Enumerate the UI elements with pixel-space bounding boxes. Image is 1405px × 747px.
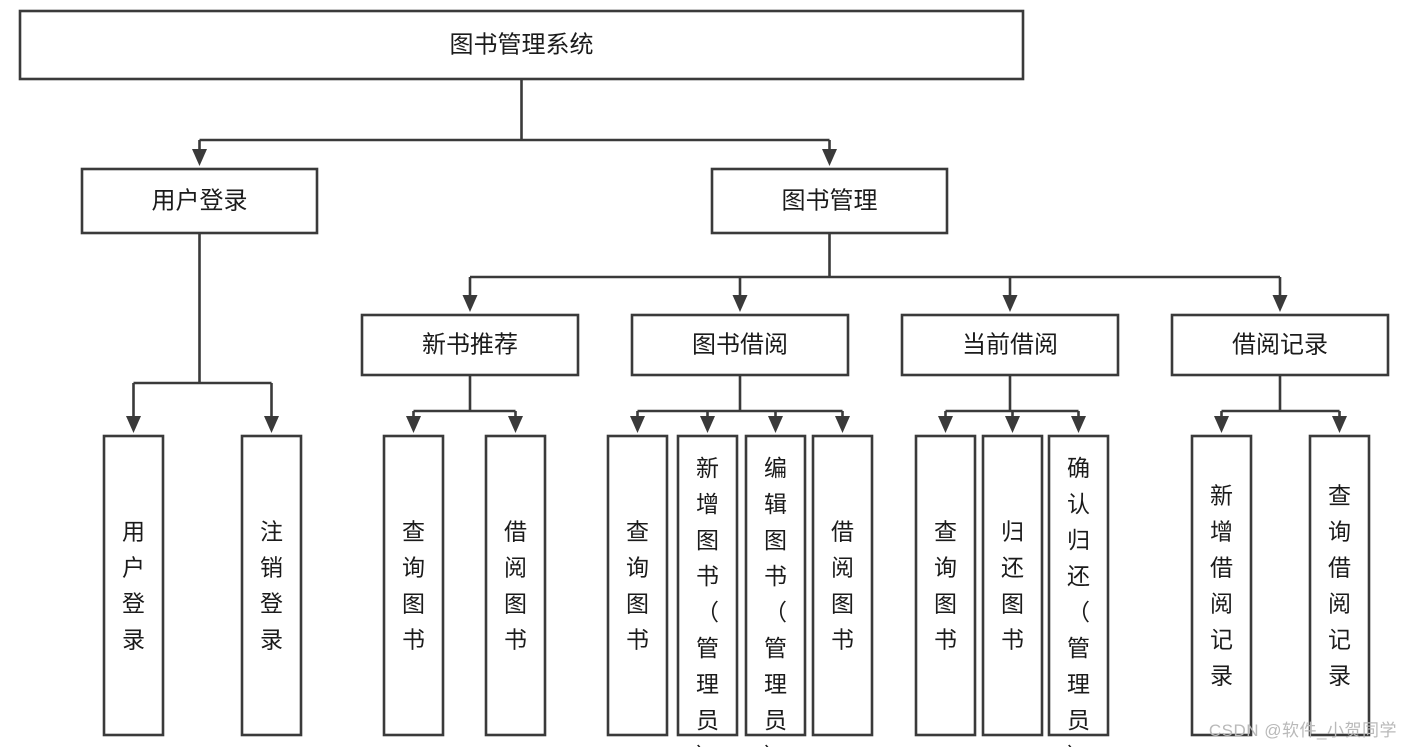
node-box-root <box>18 9 1025 81</box>
node-leaf-query-book-borrow[interactable]: 查询图书 <box>606 434 669 737</box>
node-box-current-borrow <box>900 313 1120 377</box>
node-leaf-query-borrow-record[interactable]: 查询借阅记录 <box>1308 434 1371 737</box>
node-box-leaf-user-login <box>102 434 165 737</box>
node-label-leaf-user-login: 用户登录 <box>122 519 145 653</box>
node-leaf-add-borrow-record[interactable]: 新增借阅记录 <box>1190 434 1253 737</box>
node-label-borrow-record: 借阅记录 <box>1232 331 1328 358</box>
node-label-leaf-query-book-current: 查询图书 <box>934 519 957 653</box>
node-box-leaf-confirm-return <box>1047 434 1110 737</box>
node-box-leaf-add-borrow-record <box>1190 434 1253 737</box>
node-box-book-borrow <box>630 313 850 377</box>
connector-layer <box>126 79 1347 433</box>
node-leaf-query-book-recommend[interactable]: 查询图书 <box>382 434 445 737</box>
node-label-leaf-edit-book: 编辑图书（管理员） <box>764 455 787 747</box>
arrow-book-borrow-leaf-add-book <box>700 416 715 433</box>
arrow-root-book-manage <box>822 149 837 166</box>
arrow-root-user-login <box>192 149 207 166</box>
arrow-borrow-record-leaf-add-borrow-record <box>1214 416 1229 433</box>
node-leaf-borrow-book-recommend[interactable]: 借阅图书 <box>484 434 547 737</box>
arrow-book-borrow-leaf-borrow-book <box>835 416 850 433</box>
node-label-user-login: 用户登录 <box>152 187 248 214</box>
node-box-book-manage <box>710 167 949 235</box>
node-box-borrow-record <box>1170 313 1390 377</box>
node-label-current-borrow: 当前借阅 <box>962 331 1058 358</box>
node-layer: 图书管理系统用户登录图书管理新书推荐图书借阅当前借阅借阅记录用户登录注销登录查询… <box>18 9 1390 747</box>
node-label-leaf-query-book-borrow: 查询图书 <box>626 519 649 653</box>
arrow-book-manage-current-borrow <box>1002 295 1018 312</box>
node-label-leaf-confirm-return: 确认归还（管理员） <box>1067 455 1090 747</box>
node-box-leaf-query-book-recommend <box>382 434 445 737</box>
node-book-manage[interactable]: 图书管理 <box>710 167 949 235</box>
node-leaf-confirm-return[interactable]: 确认归还（管理员） <box>1047 434 1110 747</box>
node-label-leaf-user-logout: 注销登录 <box>260 519 283 653</box>
arrow-book-borrow-leaf-edit-book <box>768 416 783 433</box>
arrow-current-borrow-leaf-query-book-current <box>938 416 953 433</box>
node-book-borrow[interactable]: 图书借阅 <box>630 313 850 377</box>
arrow-new-book-recommend-leaf-borrow-book-recommend <box>508 416 523 433</box>
arrow-user-login-leaf-user-login <box>126 416 141 433</box>
node-box-user-login <box>80 167 319 235</box>
node-label-root: 图书管理系统 <box>450 31 594 58</box>
arrow-book-borrow-leaf-query-book-borrow <box>630 416 645 433</box>
node-leaf-add-book[interactable]: 新增图书（管理员） <box>676 434 739 747</box>
node-label-leaf-query-borrow-record: 查询借阅记录 <box>1328 483 1351 689</box>
node-label-new-book-recommend: 新书推荐 <box>422 331 518 358</box>
node-label-leaf-return-book: 归还图书 <box>1001 519 1024 653</box>
node-box-leaf-query-book-borrow <box>606 434 669 737</box>
node-box-leaf-edit-book <box>744 434 807 737</box>
node-label-book-manage: 图书管理 <box>782 187 878 214</box>
node-box-leaf-return-book <box>981 434 1044 737</box>
node-leaf-return-book[interactable]: 归还图书 <box>981 434 1044 737</box>
node-box-leaf-query-book-current <box>914 434 977 737</box>
node-label-book-borrow: 图书借阅 <box>692 331 788 358</box>
node-current-borrow[interactable]: 当前借阅 <box>900 313 1120 377</box>
node-leaf-user-logout[interactable]: 注销登录 <box>240 434 303 737</box>
node-root[interactable]: 图书管理系统 <box>18 9 1025 81</box>
node-box-leaf-add-book <box>676 434 739 737</box>
node-leaf-query-book-current[interactable]: 查询图书 <box>914 434 977 737</box>
node-user-login[interactable]: 用户登录 <box>80 167 319 235</box>
node-box-new-book-recommend <box>360 313 580 377</box>
node-borrow-record[interactable]: 借阅记录 <box>1170 313 1390 377</box>
node-label-leaf-add-borrow-record: 新增借阅记录 <box>1210 483 1233 689</box>
arrow-book-manage-book-borrow <box>732 295 748 312</box>
node-leaf-user-login[interactable]: 用户登录 <box>102 434 165 737</box>
node-leaf-edit-book[interactable]: 编辑图书（管理员） <box>744 434 807 747</box>
node-label-leaf-query-book-recommend: 查询图书 <box>402 519 425 653</box>
arrow-borrow-record-leaf-query-borrow-record <box>1332 416 1347 433</box>
arrow-new-book-recommend-leaf-query-book-recommend <box>406 416 421 433</box>
csdn-watermark: CSDN @软件_小贺同学 <box>1208 721 1397 740</box>
node-box-leaf-query-borrow-record <box>1308 434 1371 737</box>
node-box-leaf-user-logout <box>240 434 303 737</box>
node-leaf-borrow-book[interactable]: 借阅图书 <box>811 434 874 737</box>
node-label-leaf-borrow-book: 借阅图书 <box>831 519 854 653</box>
node-label-leaf-borrow-book-recommend: 借阅图书 <box>504 519 527 653</box>
arrow-user-login-leaf-user-logout <box>264 416 279 433</box>
arrow-book-manage-borrow-record <box>1272 295 1288 312</box>
node-box-leaf-borrow-book <box>811 434 874 737</box>
node-new-book-recommend[interactable]: 新书推荐 <box>360 313 580 377</box>
node-label-leaf-add-book: 新增图书（管理员） <box>696 455 719 747</box>
node-box-leaf-borrow-book-recommend <box>484 434 547 737</box>
arrow-book-manage-new-book-recommend <box>462 295 478 312</box>
arrow-current-borrow-leaf-return-book <box>1005 416 1020 433</box>
arrow-current-borrow-leaf-confirm-return <box>1071 416 1086 433</box>
